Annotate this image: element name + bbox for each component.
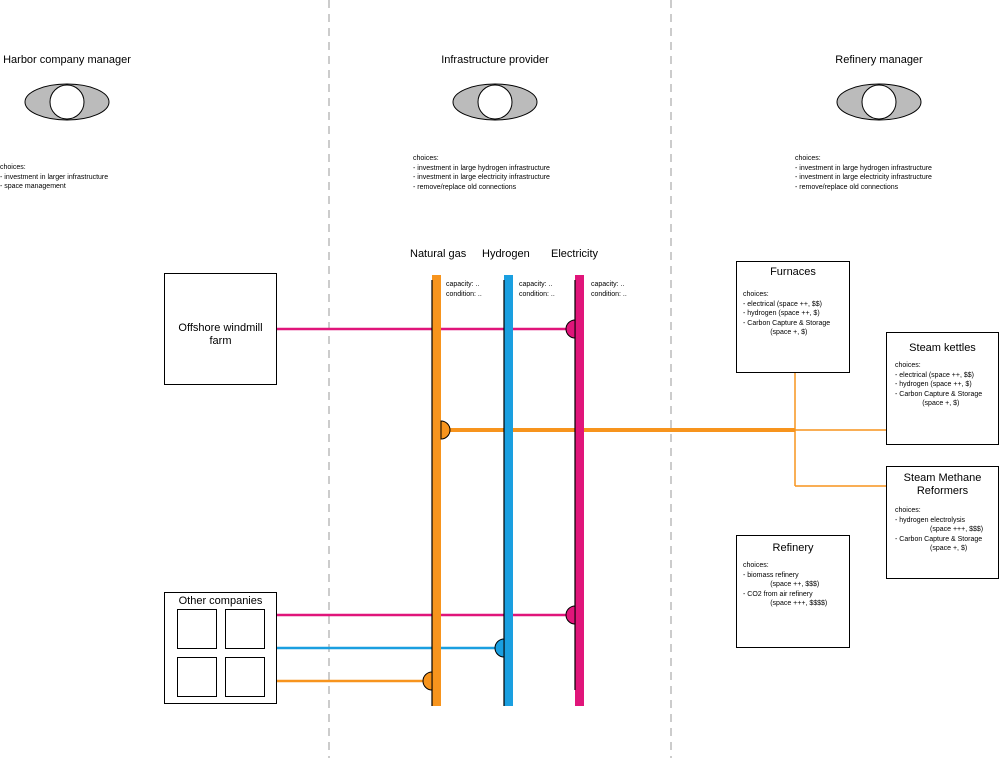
company-square xyxy=(177,609,217,649)
pipe-label-electricity: Electricity xyxy=(551,248,599,260)
company-square xyxy=(225,609,265,649)
connector-gas-refinery xyxy=(440,420,451,440)
node-offshore-windmill-farm[interactable]: Offshore windmill farm xyxy=(164,273,277,385)
pipe-meta-electricity: capacity: .. condition: .. xyxy=(591,281,627,298)
pipe-meta-natural-gas: capacity: .. condition: .. xyxy=(446,281,482,298)
pipe-electricity xyxy=(574,275,584,706)
node-title: Furnaces xyxy=(770,266,816,278)
role-title-infrastructure: Infrastructure provider xyxy=(441,54,549,66)
node-title: Steam kettles xyxy=(909,342,976,354)
company-square xyxy=(225,657,265,697)
connector-other-hydrogen xyxy=(494,638,505,658)
role-choices-refinery: choices: - investment in large hydrogen … xyxy=(795,155,932,191)
node-title: Steam Methane Reformers xyxy=(903,472,982,497)
node-choices: choices: - biomass refinery (space ++, $… xyxy=(743,562,828,607)
eye-icon xyxy=(452,83,538,121)
connector-windmill-electricity xyxy=(565,319,576,339)
role-choices-infrastructure: choices: - investment in large hydrogen … xyxy=(413,155,550,191)
eye-icon xyxy=(24,83,110,121)
pipe-natural-gas xyxy=(431,275,441,706)
connector-other-gas xyxy=(422,671,433,691)
role-choices-harbor: choices: - investment in larger infrastr… xyxy=(0,164,109,190)
role-title-harbor: Harbor company manager xyxy=(3,54,131,66)
company-square xyxy=(177,657,217,697)
eye-icon xyxy=(836,83,922,121)
node-title: Refinery xyxy=(772,542,814,554)
node-choices: choices: - hydrogen electrolysis (space … xyxy=(895,507,984,552)
node-furnaces[interactable]: Furnaces choices: - electrical (space ++… xyxy=(736,261,850,373)
pipe-label-hydrogen: Hydrogen xyxy=(482,248,530,260)
connector-other-electricity xyxy=(565,605,576,625)
pipe-label-natural-gas: Natural gas xyxy=(410,248,467,260)
node-title: Offshore windmill farm xyxy=(178,322,263,347)
node-choices: choices: - electrical (space ++, $$) - h… xyxy=(743,291,831,336)
pipe-hydrogen xyxy=(503,275,513,706)
role-title-refinery: Refinery manager xyxy=(835,54,923,66)
node-steam-methane-reformers[interactable]: Steam Methane Reformers choices: - hydro… xyxy=(886,466,999,579)
node-other-companies[interactable]: Other companies xyxy=(164,592,277,704)
node-refinery[interactable]: Refinery choices: - biomass refinery (sp… xyxy=(736,535,850,648)
node-choices: choices: - electrical (space ++, $$) - h… xyxy=(895,362,983,407)
node-steam-kettles[interactable]: Steam kettles choices: - electrical (spa… xyxy=(886,332,999,445)
pipe-meta-hydrogen: capacity: .. condition: .. xyxy=(519,281,555,298)
node-title: Other companies xyxy=(178,595,263,607)
